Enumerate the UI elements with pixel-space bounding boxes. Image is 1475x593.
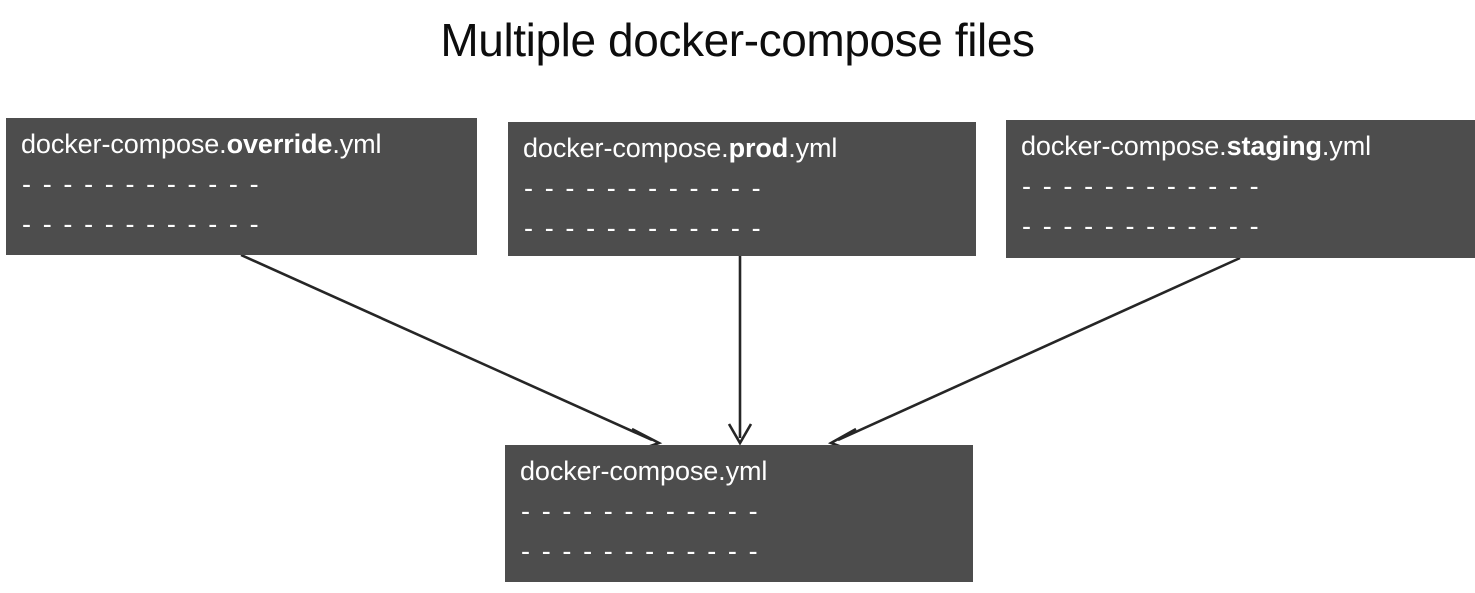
content-line-2: - - - - - - - - - - - -: [22, 209, 261, 239]
content-line-2: - - - - - - - - - - - -: [521, 536, 760, 566]
file-name-prod: docker-compose.prod.yml: [523, 133, 838, 163]
file-box-docker-compose-prod[interactable]: docker-compose.prod.yml - - - - - - - - …: [508, 122, 976, 256]
content-line-1: - - - - - - - - - - - -: [521, 496, 760, 526]
content-line-2: - - - - - - - - - - - -: [1022, 211, 1261, 241]
arrow-line-override-to-base: [240, 253, 653, 442]
file-name-staging: docker-compose.staging.yml: [1021, 131, 1371, 161]
content-line-1: - - - - - - - - - - - -: [524, 173, 763, 203]
file-name-override: docker-compose.override.yml: [21, 129, 382, 159]
file-box-docker-compose-override[interactable]: docker-compose.override.yml - - - - - - …: [6, 118, 477, 255]
content-line-1: - - - - - - - - - - - -: [1022, 171, 1261, 201]
arrow-line-staging-to-base: [837, 256, 1241, 442]
content-line-2: - - - - - - - - - - - -: [524, 213, 763, 243]
page-title: Multiple docker-compose files: [440, 14, 1035, 66]
file-box-docker-compose-staging[interactable]: docker-compose.staging.yml - - - - - - -…: [1006, 120, 1475, 258]
content-line-1: - - - - - - - - - - - -: [22, 169, 261, 199]
file-box-docker-compose-base[interactable]: docker-compose.yml - - - - - - - - - - -…: [505, 445, 973, 582]
arrow-head-prod-to-base: [727, 423, 753, 446]
file-name-base: docker-compose.yml: [520, 456, 768, 486]
